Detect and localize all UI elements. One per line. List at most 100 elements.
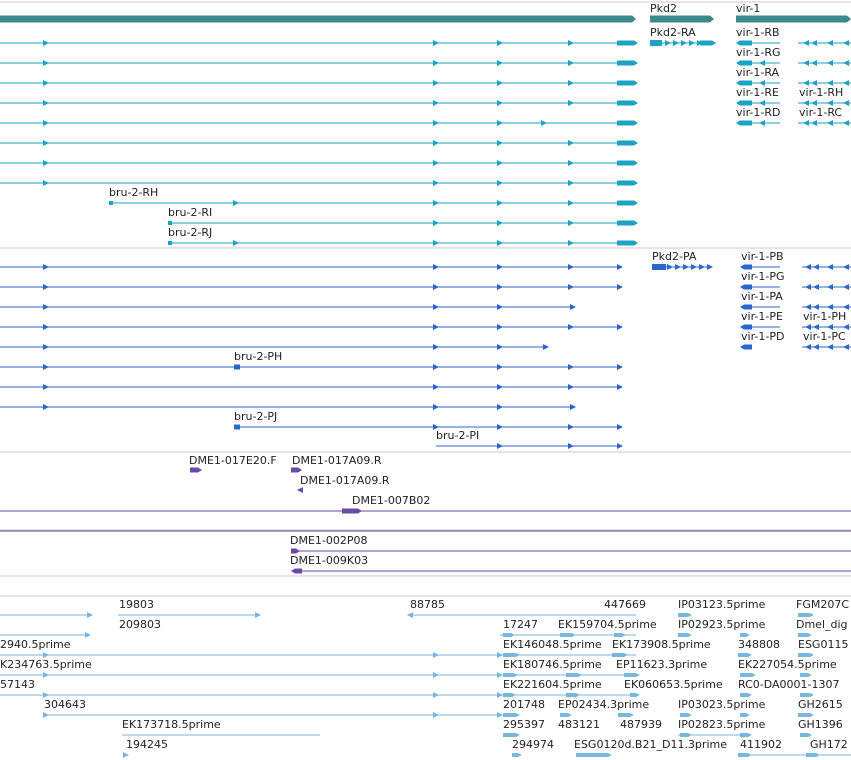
exon-block [617,80,638,86]
exon-block [617,100,638,106]
strand-arrow-left [805,264,811,270]
strand-arrow-right [255,612,261,618]
exon-block [190,467,202,473]
strand-arrow-left [803,40,809,46]
est-label: EK060653.5prime [624,678,723,691]
est-label: 2940.5prime [0,638,71,651]
clone-label: DME1-017A09.R [292,454,382,467]
exon-block [740,284,752,290]
strand-arrow-left [843,100,849,106]
est-label: IP03123.5prime [678,598,766,611]
strand-arrow-right [433,424,439,430]
strand-arrow-right [689,40,695,46]
strand-arrow-right [665,40,671,46]
exon-block [512,753,522,757]
feature-label: vir-1-RH [799,86,843,99]
exon-block [736,100,752,106]
strand-arrow-right [497,264,503,270]
feature-lines [0,42,851,756]
exon-block [650,15,714,23]
strand-arrow-right [497,304,503,310]
strand-arrow-right [43,140,49,146]
strand-arrow-right [497,160,503,166]
strand-arrow-left [759,80,765,86]
strand-arrow-right [497,240,503,246]
strand-arrow-right [43,364,49,370]
est-label: RC0-DA0001-1307 [738,678,840,691]
strand-arrow-left [803,120,809,126]
strand-arrow-right [617,324,623,330]
strand-arrow-right [43,384,49,390]
est-label: 295397 [503,718,545,731]
exon-block [168,221,172,225]
strand-arrow-right [433,404,439,410]
strand-arrow-right [233,240,239,246]
strand-arrow-right [43,712,49,718]
est-label: EK173718.5prime [122,718,221,731]
strand-arrow-right [433,284,439,290]
strand-arrow-right [568,100,574,106]
exon-block [798,713,814,717]
exon-block [617,40,638,46]
exon-block [342,508,362,514]
strand-arrow-left [811,80,817,86]
strand-arrow-left [811,60,817,66]
feature-label: vir-1-PH [803,310,846,323]
strand-arrow-right [43,264,49,270]
exon-block [291,548,300,554]
strand-arrow-right [617,443,623,449]
exon-block [617,60,638,66]
exon-block [740,733,752,737]
strand-arrow-left [805,344,811,350]
strand-arrow-right [568,200,574,206]
strand-arrow-right [433,692,439,698]
exon-block [624,673,640,677]
exon-block [652,264,666,270]
exon-block [503,733,520,737]
strand-arrow-left [803,100,809,106]
exon-block [650,40,662,46]
strand-arrow-right [433,712,439,718]
strand-arrow-right [497,344,503,350]
strand-arrow-right [497,100,503,106]
exon-block [618,713,634,717]
strand-arrow-left [843,40,849,46]
strand-arrow-right [497,364,503,370]
strand-arrow-right [568,180,574,186]
exon-block [806,753,820,757]
strand-arrow-right [497,443,503,449]
strand-arrow-left [843,80,849,86]
strand-arrow-right [568,220,574,226]
strand-arrow-right [43,40,49,46]
est-label: 487939 [620,718,662,731]
strand-arrow-right [675,264,681,270]
track-separators [0,1,851,597]
est-label: EK159704.5prime [558,618,657,631]
strand-arrow-right [43,100,49,106]
exon-block [234,364,240,370]
strand-arrow-right [667,264,673,270]
exon-block [560,713,572,717]
strand-arrow-right [497,404,503,410]
strand-arrow-right [617,264,623,270]
strand-arrow-right [497,384,503,390]
exon-block [503,713,520,717]
strand-arrow-right [433,200,439,206]
exon-block [740,693,752,697]
strand-arrow-right [497,672,503,678]
est-label: 17247 [503,618,538,631]
strand-arrow-right [123,752,129,758]
est-label: 19803 [119,598,154,611]
strand-arrow-left [297,487,303,493]
est-label: ESG0115 [798,638,848,651]
exon-block [740,304,752,310]
est-label: ESG0120d.B21_D11.3prime [574,738,727,751]
strand-arrow-right [497,284,503,290]
exon-block [740,344,752,350]
est-label: IP02823.5prime [678,718,766,731]
strand-arrow-right [699,264,705,270]
strand-arrow-right [617,384,623,390]
strand-arrow-right [43,324,49,330]
exon-block [738,653,752,657]
strand-arrow-right [617,424,623,430]
